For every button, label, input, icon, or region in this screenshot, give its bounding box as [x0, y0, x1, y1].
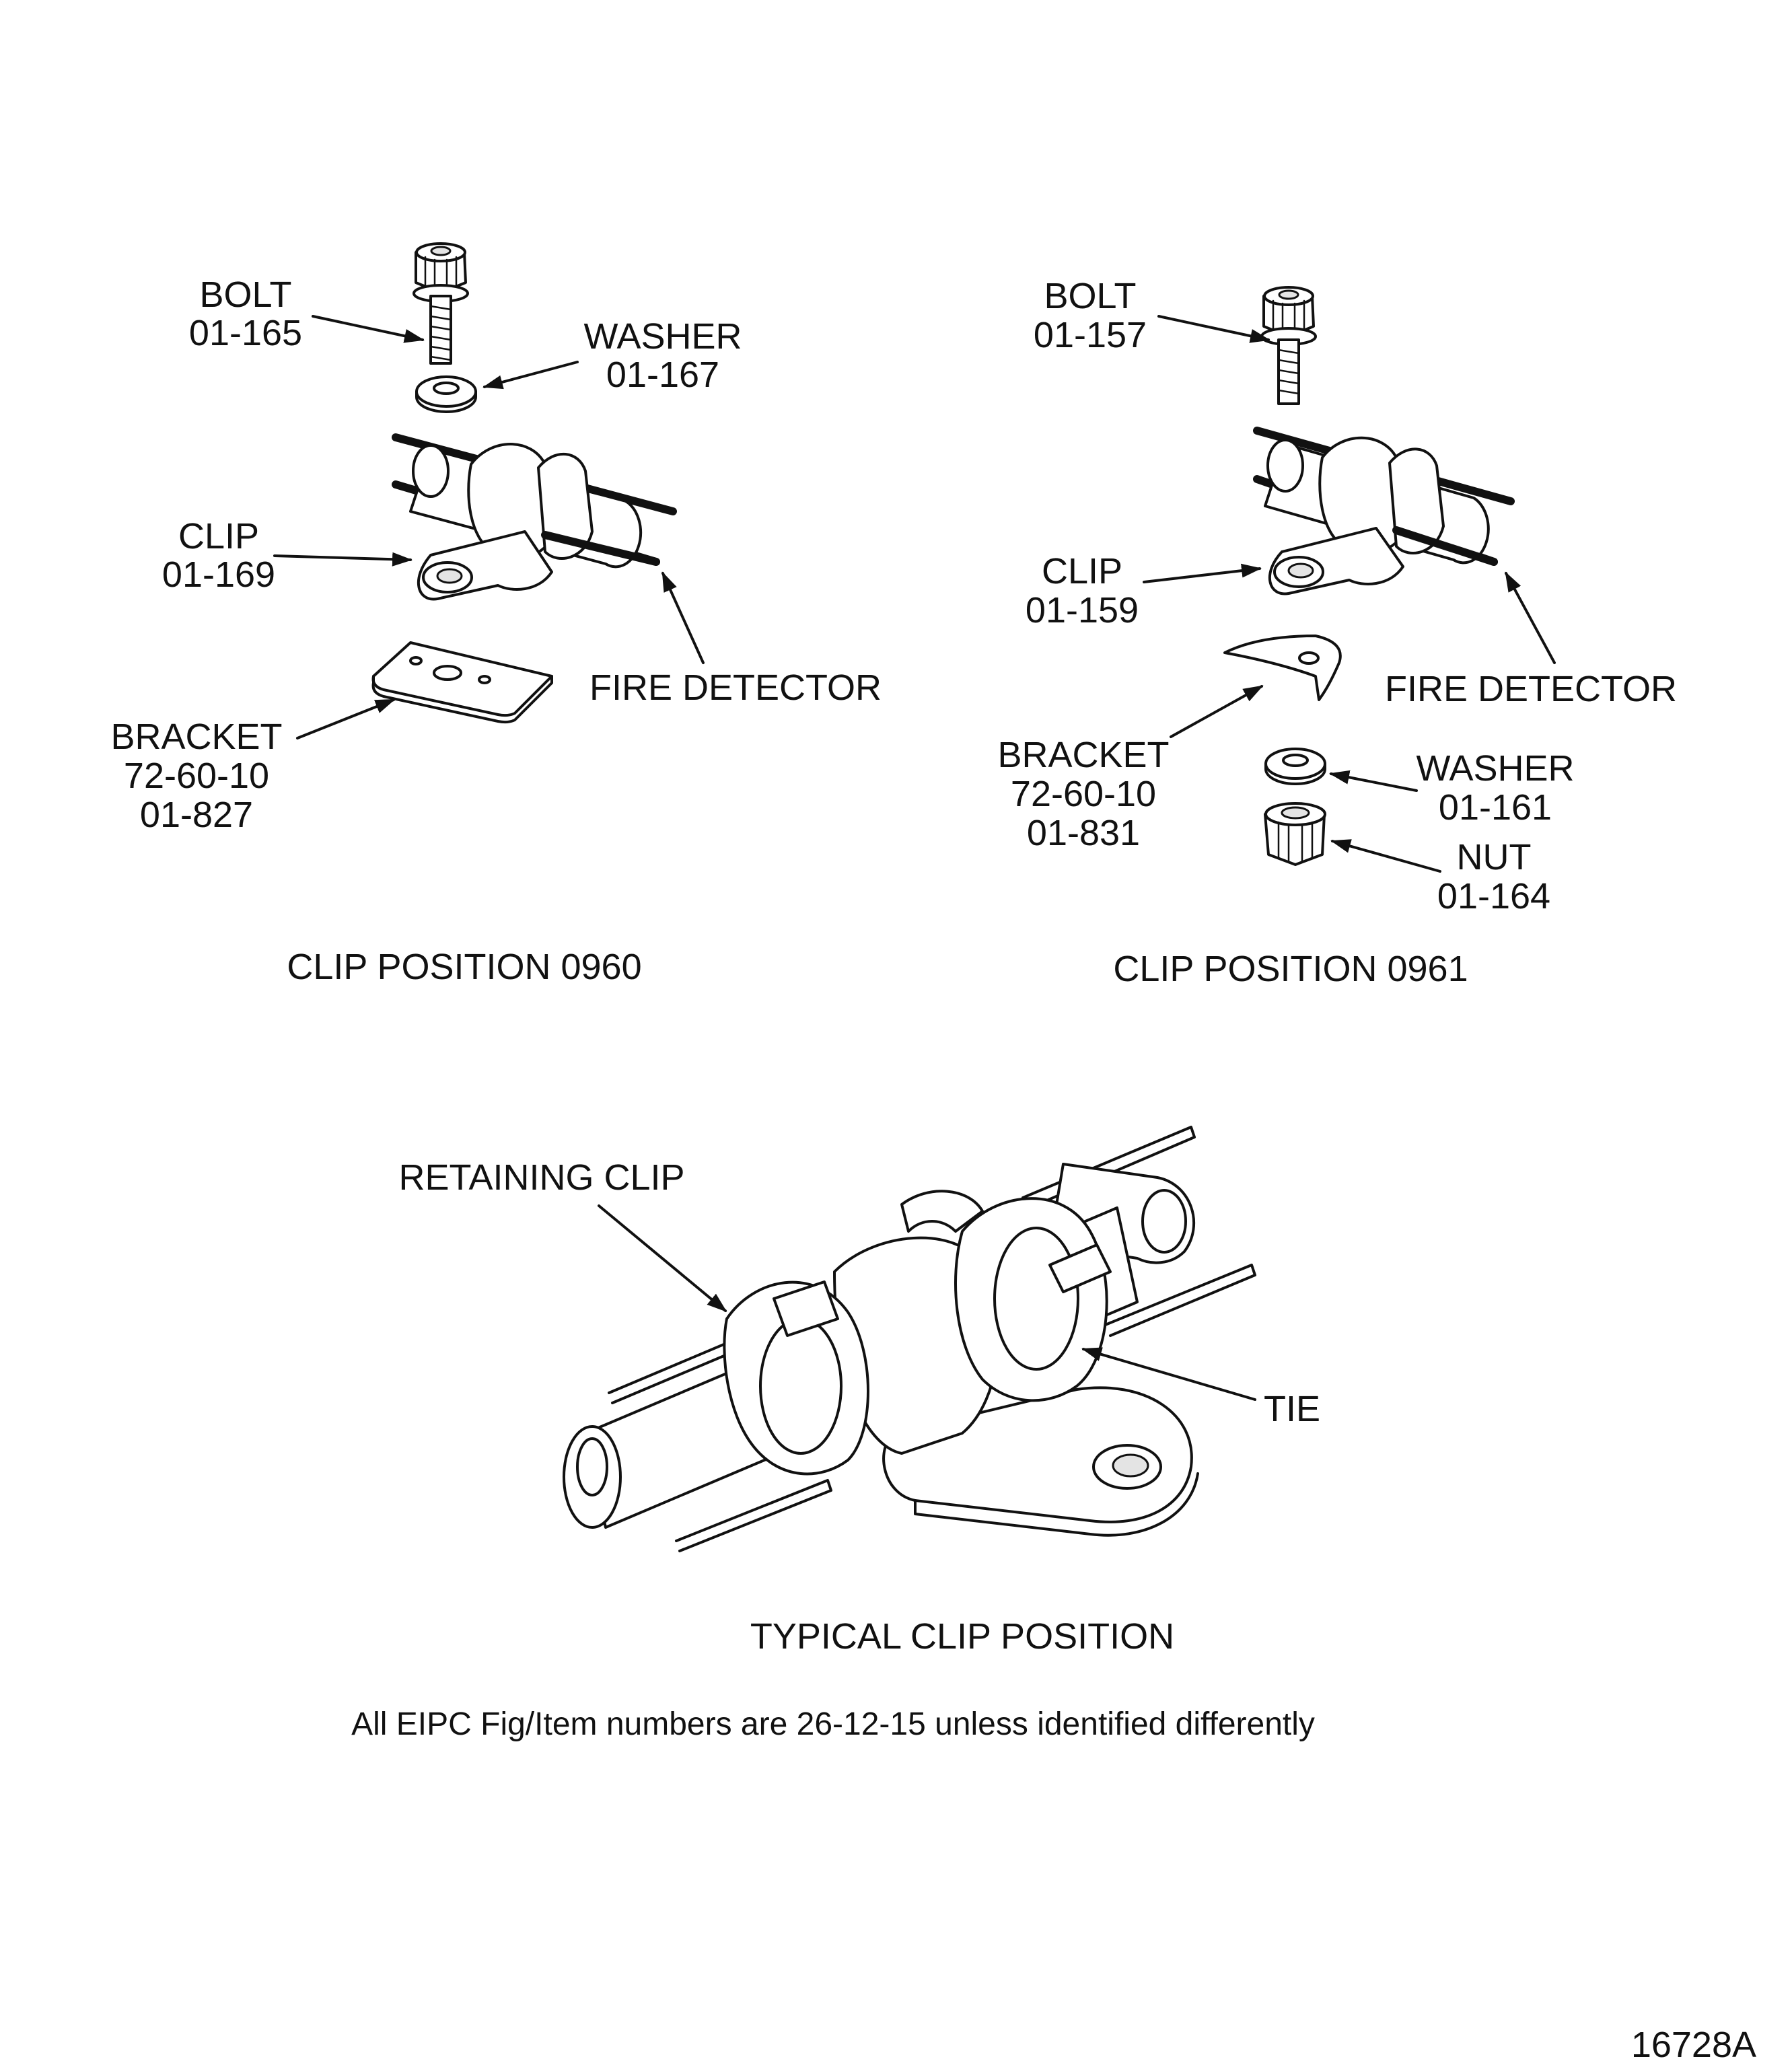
- clip-0960-ref: 01-169: [162, 554, 275, 595]
- typical-clip-position-caption: TYPICAL CLIP POSITION: [750, 1616, 1174, 1657]
- bracket-0961-icon: [1223, 635, 1342, 701]
- clip-position-0961-caption: CLIP POSITION 0961: [1113, 949, 1468, 989]
- washer-0960-ref: 01-167: [606, 355, 719, 395]
- bolt-0961-icon: [1260, 286, 1317, 405]
- washer-0961-icon: [1264, 748, 1326, 785]
- nut-0961-ref: 01-164: [1437, 876, 1550, 916]
- bracket-0961-ref: 01-831: [1027, 813, 1140, 853]
- clip-0960-icon: [392, 433, 677, 601]
- bracket-0960-ref: 01-827: [140, 795, 253, 835]
- bracket-0960-label: BRACKET: [110, 717, 282, 757]
- washer-0961-label: WASHER: [1416, 748, 1574, 789]
- clip-0961-label: CLIP: [1042, 551, 1122, 591]
- figure-id: 16728A: [1631, 2025, 1756, 2061]
- washer-0960-icon: [415, 375, 477, 413]
- washer-0960-label: WASHER: [583, 316, 742, 357]
- bolt-0961-label: BOLT: [1044, 276, 1136, 316]
- bracket-0961-label: BRACKET: [997, 735, 1169, 775]
- nut-0961-label: NUT: [1457, 837, 1532, 877]
- retaining-clip-label: RETAINING CLIP: [398, 1157, 684, 1198]
- clip-position-0961-group: BOLT 01-157 CLIP 01-159 FIRE DETECTOR BR…: [997, 276, 1677, 989]
- fire-detector-0960-label: FIRE DETECTOR: [589, 667, 882, 708]
- nut-0961-icon: [1264, 802, 1326, 866]
- bolt-0960-icon: [413, 242, 469, 365]
- clip-0961-icon: [1253, 427, 1515, 595]
- fire-detector-0961-label: FIRE DETECTOR: [1385, 669, 1677, 709]
- washer-0961-ref: 01-161: [1439, 787, 1552, 828]
- bracket-0960-icon: [371, 641, 553, 724]
- bolt-0960-ref: 01-165: [189, 313, 302, 353]
- bracket-0960-chapter: 72-60-10: [124, 756, 269, 796]
- tie-label: TIE: [1264, 1389, 1320, 1429]
- bolt-0960-label: BOLT: [199, 275, 291, 315]
- clip-0960-label: CLIP: [178, 516, 259, 556]
- typical-clip-position-group: RETAINING CLIP TIE TYPICAL CLIP POSITION: [398, 1126, 1320, 1657]
- clip-position-0960-caption: CLIP POSITION 0960: [287, 947, 641, 987]
- bolt-0961-ref: 01-157: [1034, 315, 1147, 355]
- clip-position-0960-group: BOLT 01-165 WASHER 01-167 CLIP 01-169 FI…: [110, 242, 882, 987]
- eipc-note: All EIPC Fig/Item numbers are 26-12-15 u…: [351, 1706, 1315, 1742]
- clip-0961-ref: 01-159: [1026, 590, 1139, 630]
- bracket-0961-chapter: 72-60-10: [1011, 774, 1156, 814]
